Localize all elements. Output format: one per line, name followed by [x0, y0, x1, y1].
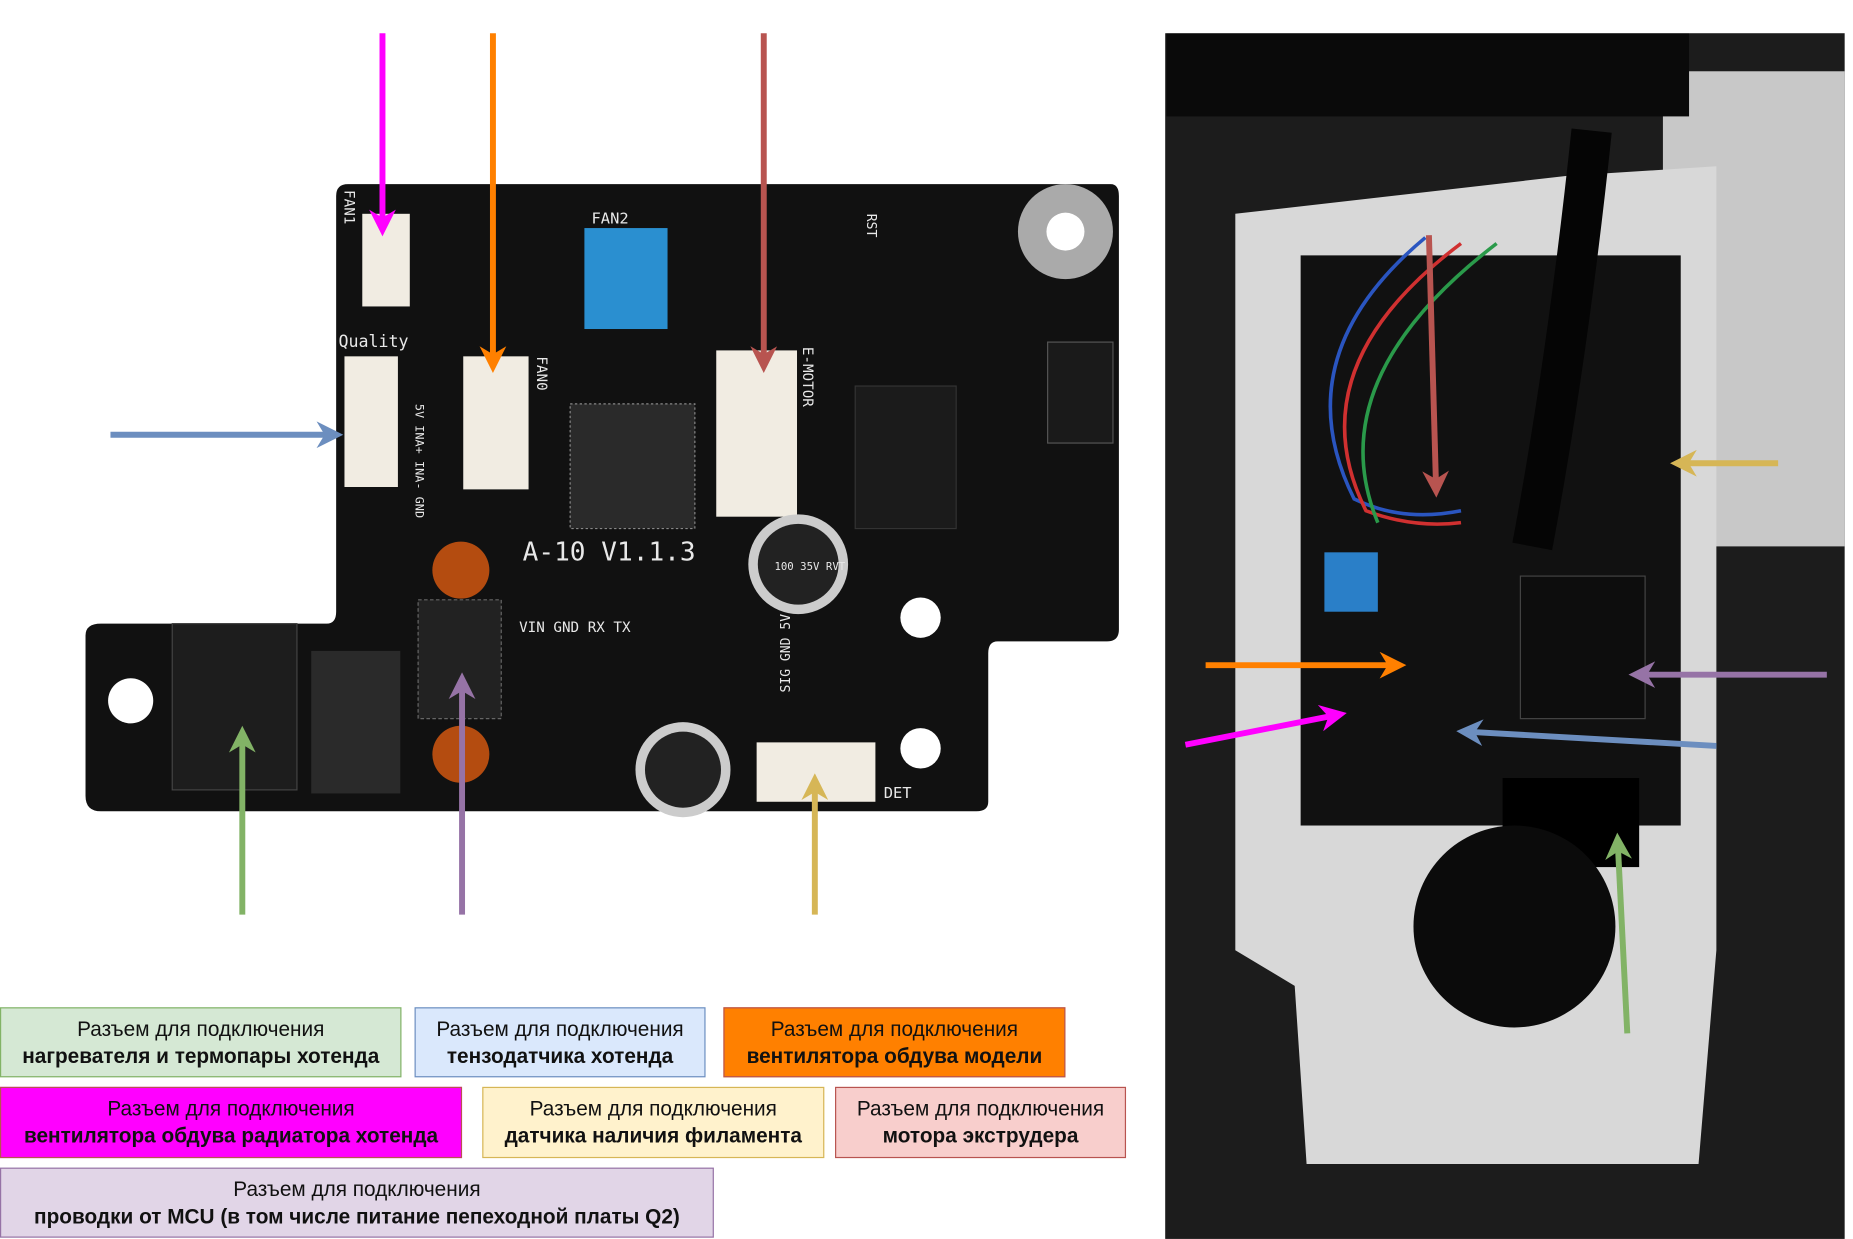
case-arrow-motor	[1422, 235, 1449, 498]
legend-line1: Разъем для подключения	[233, 1176, 481, 1201]
legend-line2: вентилятора обдува радиатора хотенда	[23, 1123, 439, 1148]
legend-line2: вентилятора обдува модели	[746, 1043, 1043, 1068]
case-arrow-hotend-fan	[1184, 705, 1347, 748]
legend-line2: нагревателя и термопары хотенда	[22, 1043, 380, 1068]
legend-line1: Разъем для подключения	[770, 1016, 1019, 1040]
legend-line2: тензодатчика хотенда	[446, 1043, 674, 1068]
strain-pins-label: 5V INA+ INA- GND	[413, 404, 427, 518]
toolhead-board-photo: A-10 V1.1.3 Quality FAN2 FAN1 FAN0 E-MOT…	[18, 24, 1135, 855]
motor-label: E-MOTOR	[799, 347, 815, 407]
legend-part-fan: Разъем для подключения вентилятора обдува…	[723, 1007, 1066, 1078]
toolhead-case-photo	[1165, 33, 1845, 1239]
legend-line2: мотора экструдера	[882, 1123, 1079, 1148]
fan1-label: FAN1	[340, 190, 356, 224]
det-pins-label: SIG GND 5V	[779, 614, 794, 693]
motor-connector	[716, 350, 798, 517]
case-arrow-heater	[1605, 832, 1632, 1034]
strain-connector	[344, 356, 398, 487]
fan2-connector	[584, 228, 668, 330]
det-label: DET	[884, 784, 912, 802]
capacitor-label: 100 35V RVT	[774, 560, 845, 573]
legend-line2: проводки от MCU (в том числе питание пеп…	[34, 1203, 680, 1228]
mcu-pins-label: VIN GND RX TX	[519, 620, 631, 636]
heater-connector	[171, 623, 298, 791]
board-model-label: A-10 V1.1.3	[523, 538, 696, 568]
fan0-connector	[463, 356, 529, 490]
legend-line1: Разъем для подключения	[436, 1016, 684, 1040]
fan2-label: FAN2	[592, 209, 629, 227]
legend-line1: Разъем для подключения	[77, 1016, 325, 1040]
case-arrow-strain	[1456, 719, 1717, 749]
rst-label: RST	[863, 214, 878, 238]
mcu-chip	[569, 403, 696, 530]
legend-line2: датчика наличия филамента	[504, 1123, 802, 1148]
legend-line1: Разъем для подключения	[856, 1096, 1105, 1121]
heatsink	[854, 385, 957, 530]
legend-heater: Разъем для подключения нагревателя и терм…	[0, 1007, 402, 1078]
legend-strain-sensor: Разъем для подключения тензодатчика хотен…	[414, 1007, 706, 1078]
legend-line1: Разъем для подключения	[529, 1096, 777, 1121]
quality-label: Quality	[339, 332, 409, 351]
legend-line1: Разъем для подключения	[107, 1096, 355, 1121]
fan0-label: FAN0	[533, 356, 549, 390]
